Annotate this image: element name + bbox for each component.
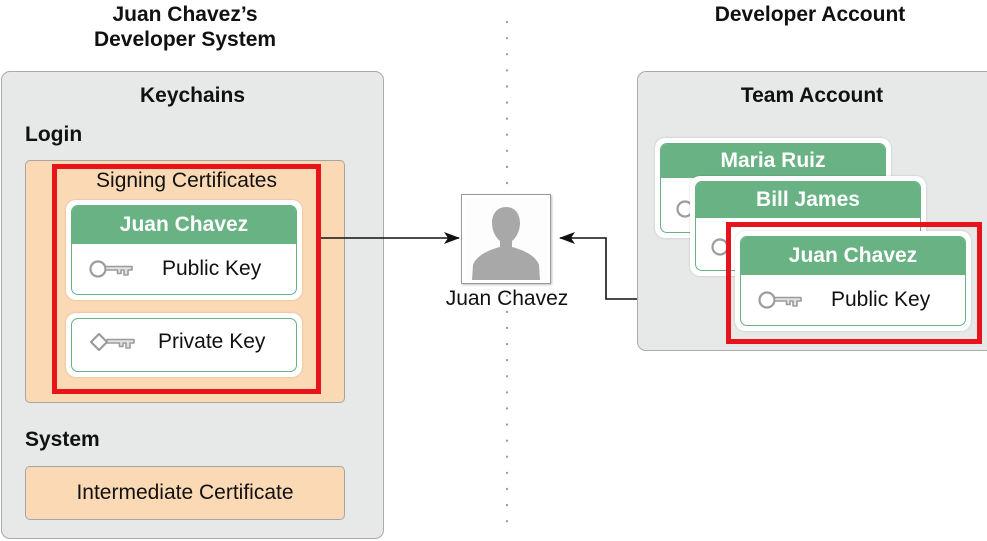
keychains-title: Keychains — [139, 84, 246, 107]
member-name: Maria Ruiz — [661, 144, 885, 178]
certificate-card[interactable]: Juan Chavez Public Key — [66, 200, 302, 300]
right-header: Developer Account — [714, 3, 906, 26]
person-label: Juan Chavez — [445, 287, 569, 310]
key-icon — [89, 332, 135, 352]
intermediate-certificate-box[interactable]: Intermediate Certificate — [25, 466, 345, 520]
key-icon — [758, 291, 802, 309]
team-account-title: Team Account — [740, 84, 884, 107]
login-label: Login — [25, 123, 83, 146]
left-header: Juan Chavez’s Developer System — [20, 2, 350, 52]
public-key-row: Public Key — [72, 256, 296, 282]
member-name: Bill James — [696, 182, 920, 218]
team-public-key-row: Public Key — [741, 287, 965, 313]
member-card-juan[interactable]: Juan Chavez Public Key — [735, 231, 971, 331]
private-key-card-inner: Private Key — [71, 318, 297, 372]
person-silhouette-icon — [463, 196, 549, 282]
member-name: Juan Chavez — [741, 237, 965, 275]
system-label: System — [25, 428, 100, 451]
left-header-line-1: Juan Chavez’s — [112, 3, 258, 26]
intermediate-certificate-label: Intermediate Certificate — [76, 481, 294, 504]
signing-certificates-label: Signing Certificates — [96, 169, 277, 192]
team-public-key-label: Public Key — [831, 288, 931, 311]
key-icon — [89, 260, 133, 278]
left-header-line-2: Developer System — [93, 28, 277, 51]
certificate-name: Juan Chavez — [72, 206, 296, 244]
private-key-card[interactable]: Private Key — [66, 313, 302, 377]
member-card-juan-inner: Juan Chavez Public Key — [740, 236, 966, 326]
team-certificate-highlight — [726, 222, 982, 344]
private-key-row: Private Key — [72, 329, 296, 355]
person-avatar — [461, 194, 551, 284]
private-key-label: Private Key — [158, 330, 266, 353]
public-key-label: Public Key — [162, 257, 262, 280]
signing-certificates-highlight — [52, 164, 321, 394]
certificate-card-inner: Juan Chavez Public Key — [71, 205, 297, 295]
